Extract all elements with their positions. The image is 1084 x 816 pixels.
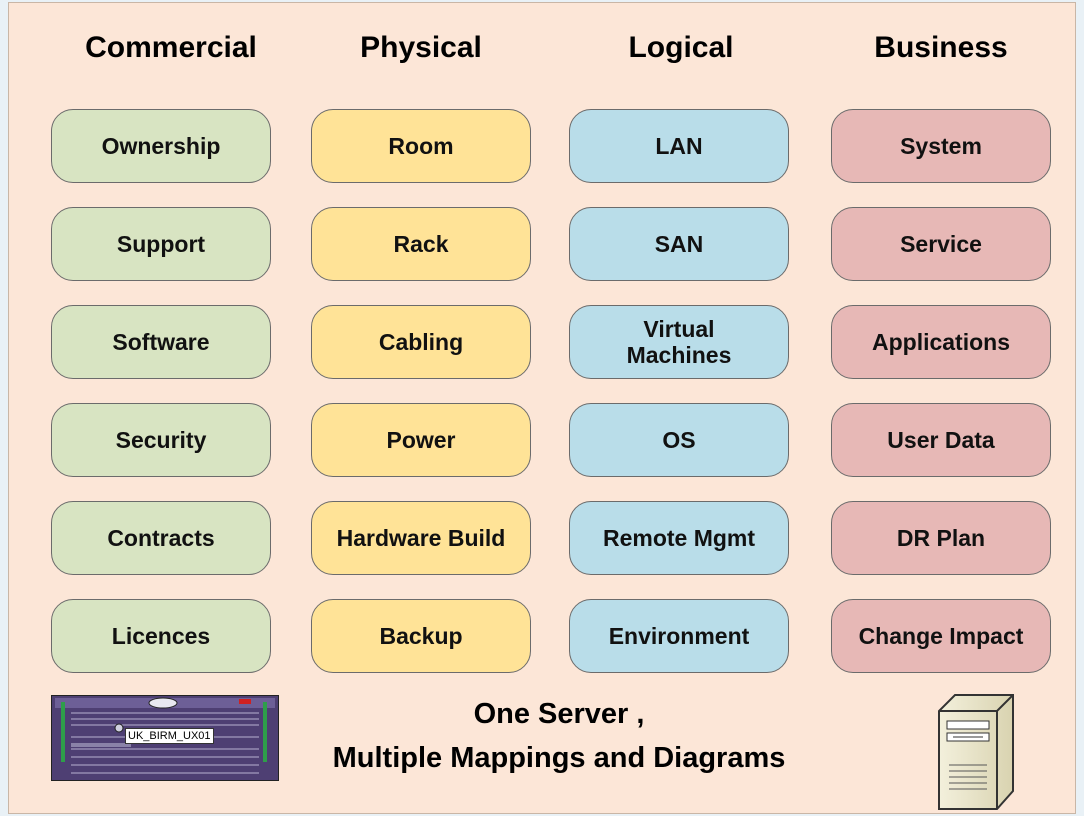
footer-caption: One Server , Multiple Mappings and Diagr… [299,693,819,780]
box-commercial-4: Security [51,403,271,477]
box-business-4: User Data [831,403,1051,477]
box-commercial-6: Licences [51,599,271,673]
box-commercial-1: Ownership [51,109,271,183]
column-heading-physical: Physical [360,31,482,64]
diagram-panel: Commercial Ownership Support Software Se… [8,2,1076,814]
box-business-1: System [831,109,1051,183]
box-logical-5: Remote Mgmt [569,501,789,575]
box-business-5: DR Plan [831,501,1051,575]
box-logical-2: SAN [569,207,789,281]
box-logical-4: OS [569,403,789,477]
box-business-6: Change Impact [831,599,1051,673]
box-physical-5: Hardware Build [311,501,531,575]
column-heading-commercial: Commercial [85,31,257,64]
box-physical-2: Rack [311,207,531,281]
footer-line-2: Multiple Mappings and Diagrams [332,741,786,774]
rack-server-icon [51,695,279,781]
box-commercial-5: Contracts [51,501,271,575]
footer-line-1: One Server , [473,698,645,730]
column-heading-business: Business [874,31,1008,64]
box-logical-6: Environment [569,599,789,673]
box-commercial-2: Support [51,207,271,281]
box-physical-1: Room [311,109,531,183]
box-business-3: Applications [831,305,1051,379]
box-logical-3: Virtual Machines [569,305,789,379]
box-physical-4: Power [311,403,531,477]
column-heading-logical: Logical [628,31,734,64]
tower-server-icon [938,694,1014,810]
box-physical-3: Cabling [311,305,531,379]
box-physical-6: Backup [311,599,531,673]
box-business-2: Service [831,207,1051,281]
box-commercial-3: Software [51,305,271,379]
box-logical-1: LAN [569,109,789,183]
hardware-label: UK_BIRM_UX01 [125,728,214,744]
